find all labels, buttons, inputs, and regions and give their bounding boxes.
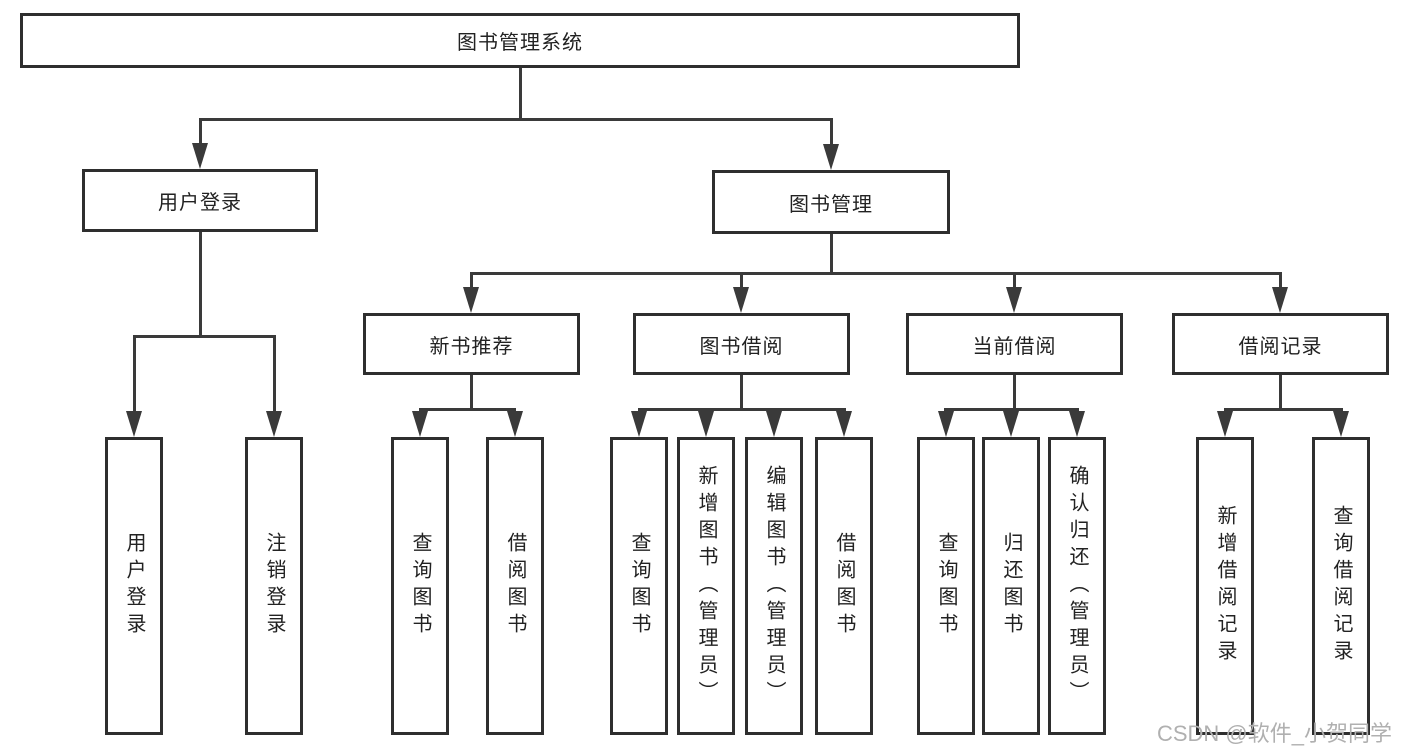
- leaf-bb-add-books-admin-label: 新增图书（管理员）: [695, 464, 717, 708]
- node-current-borrowing-label: 当前借阅: [972, 335, 1057, 358]
- connector-line: [740, 272, 743, 290]
- connector-line: [199, 232, 202, 338]
- connector-arrow: [938, 411, 954, 437]
- connector-arrow: [823, 144, 839, 170]
- connector-line: [470, 272, 1282, 275]
- leaf-br-query-record-label: 查询借阅记录: [1330, 505, 1352, 667]
- leaf-cb-return-books: 归还图书: [982, 437, 1040, 735]
- connector-line: [133, 335, 276, 338]
- leaf-bb-add-books-admin: 新增图书（管理员）: [677, 437, 735, 735]
- connector-arrow: [1069, 411, 1085, 437]
- leaf-nr-query-books: 查询图书: [391, 437, 449, 735]
- leaf-bb-edit-books-admin-label: 编辑图书（管理员）: [763, 464, 785, 708]
- connector-arrow: [733, 287, 749, 313]
- node-new-book-recommend: 新书推荐: [363, 313, 580, 375]
- connector-arrow: [412, 411, 428, 437]
- connector-line: [199, 118, 202, 146]
- connector-arrow: [126, 411, 142, 437]
- leaf-br-add-record: 新增借阅记录: [1196, 437, 1254, 735]
- leaf-nr-borrow-books-label: 借阅图书: [504, 532, 526, 640]
- leaf-br-add-record-label: 新增借阅记录: [1214, 505, 1236, 667]
- leaf-nr-borrow-books: 借阅图书: [486, 437, 544, 735]
- connector-line: [1279, 272, 1282, 290]
- leaf-br-query-record: 查询借阅记录: [1312, 437, 1370, 735]
- node-book-borrowing: 图书借阅: [633, 313, 850, 375]
- node-root: 图书管理系统: [20, 13, 1020, 68]
- connector-arrow: [463, 287, 479, 313]
- connector-arrow: [766, 411, 782, 437]
- connector-line: [419, 408, 516, 411]
- node-user-login: 用户登录: [82, 169, 318, 232]
- connector-line: [740, 375, 743, 411]
- connector-arrow: [266, 411, 282, 437]
- node-user-login-label: 用户登录: [158, 192, 242, 214]
- leaf-cb-confirm-return-admin-label: 确认归还（管理员）: [1066, 464, 1088, 708]
- connector-arrow: [1272, 287, 1288, 313]
- connector-line: [830, 234, 833, 275]
- connector-arrow: [1333, 411, 1349, 437]
- connector-arrow: [507, 411, 523, 437]
- leaf-cb-query-books: 查询图书: [917, 437, 975, 735]
- leaf-user-login: 用户登录: [105, 437, 163, 735]
- connector-line: [273, 335, 276, 414]
- connector-arrow: [836, 411, 852, 437]
- connector-line: [1279, 375, 1282, 411]
- leaf-logout-label: 注销登录: [263, 532, 285, 640]
- csdn-watermark: CSDN @软件_小贺同学: [1156, 721, 1392, 746]
- connector-line: [1013, 272, 1016, 290]
- node-borrowing-records-label: 借阅记录: [1238, 335, 1323, 358]
- node-borrowing-records: 借阅记录: [1172, 313, 1389, 375]
- node-new-book-recommend-label: 新书推荐: [429, 335, 514, 358]
- leaf-nr-query-books-label: 查询图书: [409, 532, 431, 640]
- node-root-label: 图书管理系统: [457, 32, 583, 54]
- connector-line: [830, 118, 833, 147]
- leaf-cb-confirm-return-admin: 确认归还（管理员）: [1048, 437, 1106, 735]
- leaf-user-login-label: 用户登录: [123, 532, 145, 640]
- connector-arrow: [1003, 411, 1019, 437]
- leaf-bb-borrow-books: 借阅图书: [815, 437, 873, 735]
- leaf-cb-return-books-label: 归还图书: [1000, 532, 1022, 640]
- connector-line: [519, 68, 522, 121]
- connector-arrow: [631, 411, 647, 437]
- node-book-management-label: 图书管理: [789, 193, 873, 216]
- leaf-logout: 注销登录: [245, 437, 303, 735]
- node-book-borrowing-label: 图书借阅: [699, 335, 784, 358]
- leaf-bb-edit-books-admin: 编辑图书（管理员）: [745, 437, 803, 735]
- connector-arrow: [698, 411, 714, 437]
- node-book-management: 图书管理: [712, 170, 950, 234]
- leaf-bb-borrow-books-label: 借阅图书: [833, 532, 855, 640]
- connector-line: [1013, 375, 1016, 411]
- connector-line: [1224, 408, 1343, 411]
- leaf-bb-query-books-label: 查询图书: [628, 532, 650, 640]
- connector-line: [199, 118, 832, 121]
- leaf-cb-query-books-label: 查询图书: [935, 532, 957, 640]
- connector-arrow: [1006, 287, 1022, 313]
- connector-line: [470, 375, 473, 411]
- connector-line: [470, 272, 473, 290]
- connector-line: [133, 335, 136, 414]
- connector-arrow: [192, 143, 208, 169]
- leaf-bb-query-books: 查询图书: [610, 437, 668, 735]
- connector-line: [944, 408, 1079, 411]
- connector-line: [638, 408, 846, 411]
- connector-arrow: [1217, 411, 1233, 437]
- node-current-borrowing: 当前借阅: [906, 313, 1123, 375]
